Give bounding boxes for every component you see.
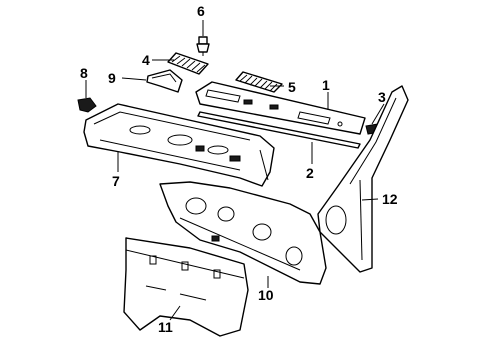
callout-4: 4 (142, 52, 150, 68)
part-1-cowl-panel (195, 81, 366, 135)
part-6-clip (196, 36, 210, 56)
callout-11: 11 (158, 319, 173, 335)
part-9-bracket (146, 69, 183, 93)
callout-9: 9 (108, 70, 116, 86)
part-10-dash-panel (159, 181, 327, 285)
callout-5: 5 (288, 79, 296, 95)
part-8-bracket (77, 97, 97, 113)
callout-10: 10 (258, 287, 274, 303)
part-7-cowl-upper (83, 103, 275, 187)
part-2-seal (197, 111, 361, 149)
callout-3: 3 (378, 89, 386, 105)
callout-8: 8 (80, 65, 88, 81)
callout-6: 6 (197, 3, 205, 19)
part-4-screen (167, 52, 209, 75)
callout-1: 1 (322, 77, 330, 93)
callout-2: 2 (306, 165, 314, 181)
part-12-side-panel (317, 85, 409, 273)
callout-7: 7 (112, 173, 120, 189)
callout-12: 12 (382, 191, 398, 207)
part-5-screen (235, 71, 283, 93)
leader-lines (85, 20, 385, 321)
part-11-insulator (123, 237, 249, 337)
